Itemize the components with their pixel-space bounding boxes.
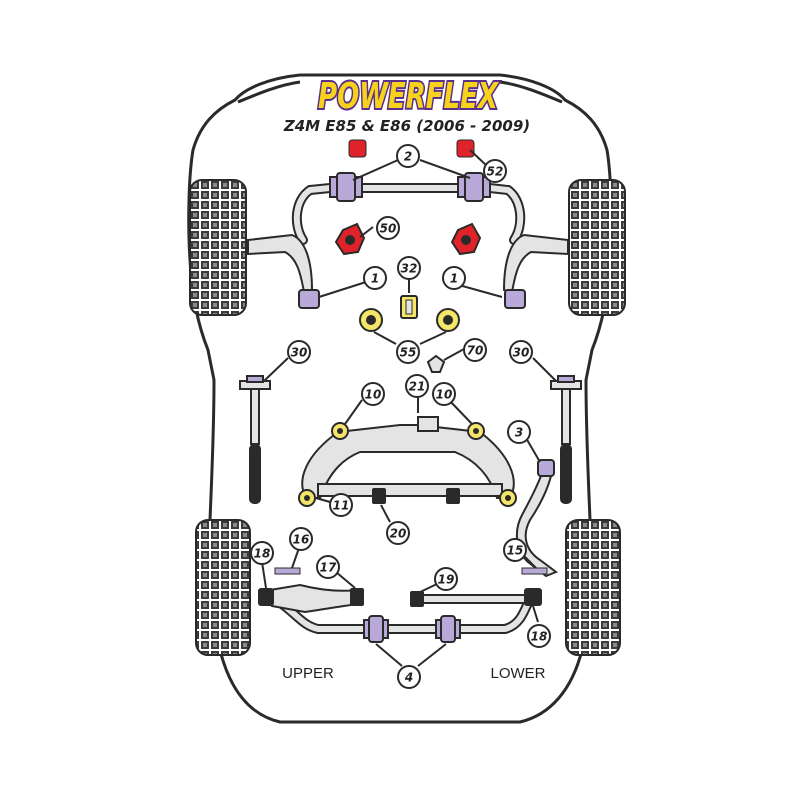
- bushing-18-left: [258, 588, 274, 606]
- callout-label: 1: [371, 272, 379, 286]
- callout-label: 2: [404, 150, 412, 164]
- callout-label: 4: [404, 671, 413, 685]
- bushing-1-left: [298, 289, 320, 309]
- callout-group: 2 52 50 1 32 1 55 70 30 30 10 21 10 3 11 20 18 16 17 19 15 18…: [250, 144, 551, 689]
- callout-label: 18: [531, 630, 548, 644]
- callout-label: 18: [254, 547, 271, 561]
- front-left-wheel: [189, 179, 247, 316]
- callout-30-right: 30: [509, 340, 533, 364]
- callout-label: 11: [333, 499, 350, 513]
- rear-shock-left: [239, 375, 271, 504]
- bushing-4-left: [363, 615, 389, 643]
- callout-15: 15: [503, 538, 527, 562]
- callout-18-left: 18: [250, 541, 274, 565]
- bushing-20-right: [446, 488, 460, 504]
- mount-70: [426, 354, 446, 373]
- bushing-15: [521, 567, 548, 575]
- callout-16: 16: [289, 527, 313, 551]
- callout-label: 52: [487, 165, 504, 179]
- callout-32: 32: [397, 256, 421, 280]
- callout-label: 1: [450, 272, 458, 286]
- callout-20: 20: [386, 521, 410, 545]
- bushing-11-left: [298, 489, 316, 507]
- callout-label: 16: [293, 533, 310, 547]
- callout-label: 30: [513, 346, 530, 360]
- callout-label: 19: [438, 573, 455, 587]
- bushing-18-right: [524, 588, 542, 606]
- bushing-20-left: [372, 488, 386, 504]
- bushing-19: [410, 591, 424, 607]
- callout-17: 17: [316, 555, 340, 579]
- callout-label: 15: [507, 544, 524, 558]
- callout-10-right: 10: [432, 382, 456, 406]
- arb-bushing-right: [457, 172, 491, 202]
- bushing-11-right: [499, 489, 517, 507]
- bushing-52-right: [456, 139, 475, 158]
- callout-19: 19: [434, 567, 458, 591]
- rear-right-wheel: [565, 519, 621, 656]
- callout-2: 2: [396, 144, 420, 168]
- callout-3: 3: [507, 420, 531, 444]
- callout-50: 50: [376, 216, 400, 240]
- callout-label: 70: [467, 344, 484, 358]
- callout-label: 30: [291, 346, 308, 360]
- callout-18-right: 18: [527, 624, 551, 648]
- callout-label: 10: [436, 388, 453, 402]
- brand-logo: POWERFLEX: [318, 76, 500, 117]
- callout-1-right: 1: [442, 266, 466, 290]
- bushing-10-right: [467, 422, 485, 440]
- bushing-4-right: [435, 615, 461, 643]
- bushing-17: [350, 588, 364, 606]
- callout-30-left: 30: [287, 340, 311, 364]
- callout-label: 10: [365, 388, 382, 402]
- arb-bushing-left: [329, 172, 363, 202]
- callout-label: 3: [515, 426, 523, 440]
- callout-1-left: 1: [363, 266, 387, 290]
- callout-label: 32: [401, 262, 418, 276]
- callout-label: 50: [380, 222, 397, 236]
- callout-label: 55: [400, 346, 417, 360]
- rear-shock-right: [550, 375, 582, 504]
- callout-21: 21: [405, 374, 429, 398]
- bushing-10-left: [331, 422, 349, 440]
- callout-70: 70: [463, 338, 487, 362]
- upper-label: UPPER: [282, 665, 334, 682]
- callout-52: 52: [483, 159, 507, 183]
- rear-left-wheel: [195, 519, 251, 656]
- callout-label: 21: [409, 380, 426, 394]
- callout-55: 55: [396, 340, 420, 364]
- bushing-16: [274, 567, 301, 575]
- callout-10-left: 10: [361, 382, 385, 406]
- rear-subframe: [301, 424, 515, 499]
- lower-label: LOWER: [490, 665, 545, 682]
- bushing-3: [537, 459, 555, 477]
- model-title: Z4M E85 & E86 (2006 - 2009): [283, 117, 530, 135]
- diff-mount-21: [417, 416, 439, 432]
- bushing-1-right: [504, 289, 526, 309]
- callout-label: 20: [390, 527, 407, 541]
- windscreen-left-line: [237, 80, 301, 104]
- leader-lines: [261, 149, 557, 667]
- bushing-52-left: [348, 139, 367, 158]
- callout-11: 11: [329, 493, 353, 517]
- front-right-wheel: [568, 179, 626, 316]
- rear-lower-arm: [415, 594, 529, 604]
- callout-label: 17: [320, 561, 337, 575]
- windscreen-right-line: [499, 80, 563, 104]
- callout-4: 4: [397, 665, 421, 689]
